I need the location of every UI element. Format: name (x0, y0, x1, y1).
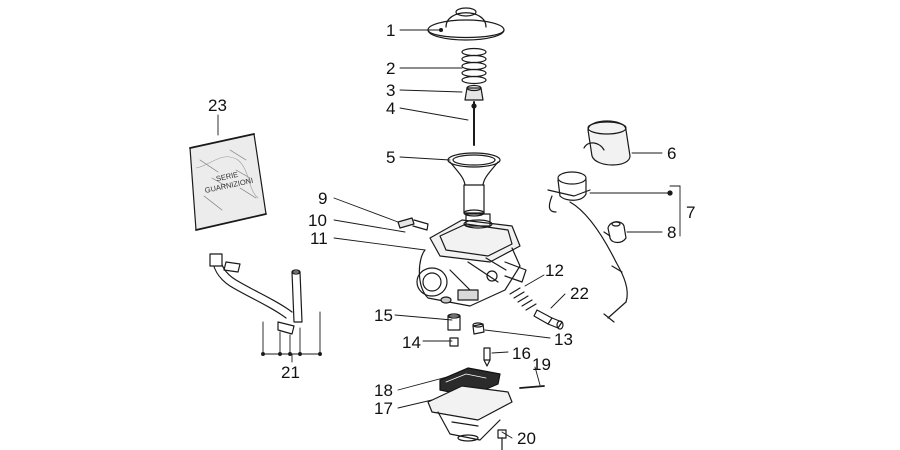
part-2-spring (461, 47, 487, 85)
callout-10: 10 (308, 211, 327, 230)
callout-20: 20 (517, 429, 536, 448)
callout-13: 13 (554, 330, 573, 349)
part-12-spring (509, 287, 537, 311)
callout-18: 18 (374, 381, 393, 400)
callout-8: 8 (667, 223, 677, 242)
callout-14: 14 (402, 333, 421, 352)
callout-12: 12 (545, 261, 564, 280)
part-6-sleeve (583, 120, 631, 166)
callout-1: 1 (386, 21, 396, 40)
callout-3: 3 (386, 81, 396, 100)
part-19-pin (519, 385, 545, 389)
part-20-screw (497, 429, 507, 450)
callout-21: 21 (281, 363, 300, 382)
part-23-gasket-bag (189, 133, 267, 231)
part-3-needle-holder (464, 84, 484, 101)
part-4-needle (471, 101, 477, 146)
part-7-starter-assembly (547, 171, 628, 323)
part-14-jet (449, 337, 459, 347)
callout-6: 6 (667, 144, 677, 163)
callout-22: 22 (570, 284, 589, 303)
part-16-float-needle (483, 347, 491, 367)
part-22-pilot-screw (533, 309, 564, 330)
part-15-jet (447, 313, 461, 331)
callout-11: 11 (310, 229, 328, 248)
leader-lines (217, 27, 681, 439)
callout-16: 16 (512, 344, 531, 363)
callout-2: 2 (386, 59, 396, 78)
part-8-bracket (603, 221, 627, 244)
callout-9: 9 (318, 189, 328, 208)
callout-17: 17 (374, 399, 393, 418)
part-9-screw (397, 217, 429, 231)
callout-4: 4 (386, 99, 396, 118)
callout-5: 5 (386, 148, 396, 167)
part-21-hoses (209, 253, 303, 335)
part-13-jet (472, 322, 485, 335)
part-5-diaphragm-slide (447, 152, 501, 217)
callout-7: 7 (686, 203, 696, 222)
part-1-top-cover (427, 7, 505, 41)
carburettor-body (416, 213, 527, 307)
callout-15: 15 (374, 306, 393, 325)
part-17-float-bowl (427, 385, 513, 442)
callout-23: 23 (208, 96, 227, 115)
callout-19: 19 (532, 355, 551, 374)
